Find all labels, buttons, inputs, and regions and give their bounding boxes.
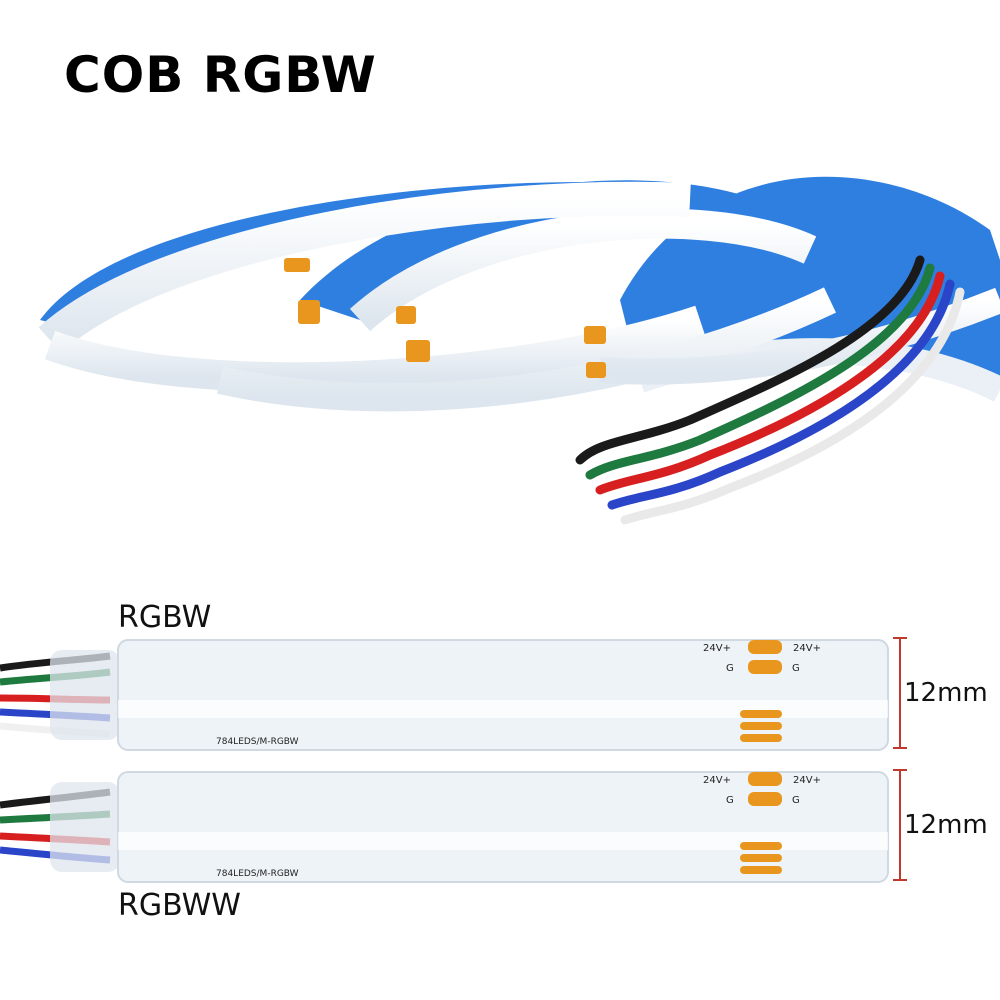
- strip-rgbww: 24V+ 24V+ G G 784LEDS/M-RGBW: [0, 769, 907, 883]
- strip-label-rgbww: RGBWW: [118, 888, 241, 923]
- svg-text:G: G: [792, 795, 800, 806]
- strip-rgbw: 24V+ 24V+ G G 784LEDS/M-RGBW: [0, 637, 907, 751]
- strip-width-rgbw: 12mm: [904, 678, 988, 708]
- product-title: COB RGBW: [64, 46, 377, 104]
- svg-text:24V+: 24V+: [793, 775, 821, 786]
- svg-text:24V+: 24V+: [793, 643, 821, 654]
- svg-text:784LEDS/M-RGBW: 784LEDS/M-RGBW: [216, 737, 299, 747]
- svg-text:784LEDS/M-RGBW: 784LEDS/M-RGBW: [216, 869, 299, 879]
- svg-text:G: G: [726, 795, 734, 806]
- svg-text:24V+: 24V+: [703, 775, 731, 786]
- svg-text:G: G: [726, 663, 734, 674]
- svg-text:24V+: 24V+: [703, 643, 731, 654]
- coiled-strip-photo: [38, 176, 1000, 525]
- strip-label-rgbw: RGBW: [118, 600, 212, 635]
- wire-bundle: [575, 255, 965, 525]
- strip-width-rgbww: 12mm: [904, 810, 988, 840]
- svg-text:G: G: [792, 663, 800, 674]
